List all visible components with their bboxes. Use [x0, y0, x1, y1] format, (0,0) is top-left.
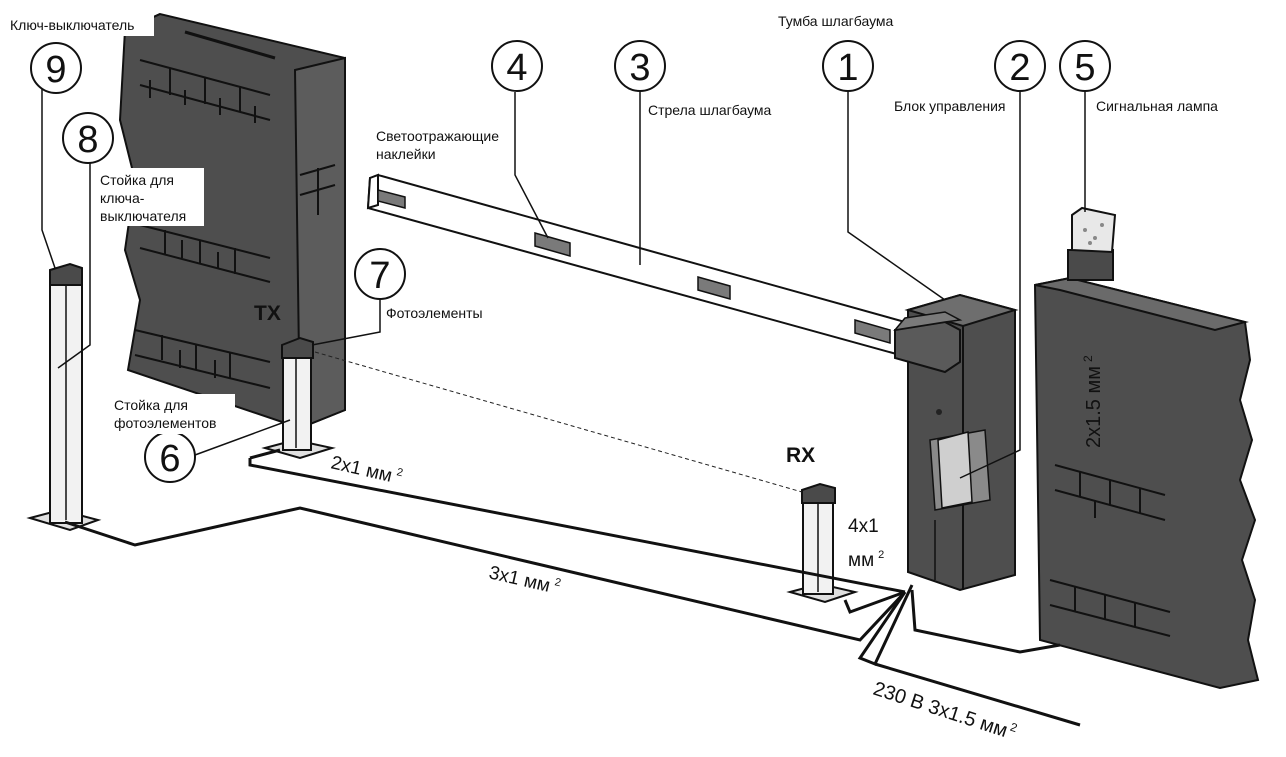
- label-reflect-1: Светоотражающие: [376, 128, 499, 144]
- svg-text:6: 6: [159, 438, 180, 480]
- label-boom: Стрела шлагбаума: [648, 102, 772, 118]
- label-rx: RX: [786, 444, 815, 467]
- reflective-stickers: [377, 189, 891, 344]
- barrier-cabinet: [893, 293, 1019, 592]
- svg-text:2: 2: [1009, 47, 1030, 89]
- label-tx: TX: [254, 302, 281, 325]
- barrier-boom: [366, 173, 907, 357]
- callout-1: 1: [822, 40, 874, 92]
- left-brick-wall: [118, 12, 346, 430]
- callout-5: 5: [1059, 40, 1111, 92]
- callout-9: 9: [30, 42, 82, 94]
- callout-4: 4: [491, 40, 543, 92]
- label-key-post-2: ключа-: [100, 190, 145, 206]
- callout-7: 7: [354, 248, 406, 300]
- svg-text:3: 3: [629, 47, 650, 89]
- signal-lamp: [1067, 206, 1117, 281]
- label-turnstile: Тумба шлагбаума: [778, 13, 894, 29]
- svg-text:7: 7: [369, 255, 390, 297]
- wire-label-wall: 2x1.5 мм2: [1081, 355, 1105, 448]
- right-brick-wall: [1033, 276, 1260, 690]
- rx-photocell-post: [786, 482, 859, 604]
- label-photo: Фотоэлементы: [386, 305, 483, 321]
- label-key-post-1: Стойка для: [100, 172, 174, 188]
- callout-3: 3: [614, 40, 666, 92]
- label-photo-post-2: фотоэлементов: [114, 415, 216, 431]
- wire-label-4x1-a: 4x1: [848, 516, 879, 537]
- label-lamp: Сигнальная лампа: [1096, 98, 1218, 114]
- tx-photocell-post: [261, 336, 336, 460]
- ir-beam: [314, 351, 803, 493]
- callout-2: 2: [994, 40, 1046, 92]
- label-photo-post-1: Стойка для: [114, 397, 188, 413]
- svg-text:9: 9: [45, 49, 66, 91]
- svg-text:8: 8: [77, 119, 98, 161]
- label-reflect-2: наклейки: [376, 146, 436, 162]
- wiring: [64, 448, 1081, 727]
- label-control: Блок управления: [894, 98, 1006, 114]
- svg-text:2x1.5 мм2: 2x1.5 мм2: [1081, 355, 1105, 448]
- label-key-post-3: выключателя: [100, 208, 186, 224]
- label-key-switch: Ключ-выключатель: [10, 17, 134, 33]
- svg-text:4: 4: [506, 47, 527, 89]
- leader-lines: [41, 88, 1086, 479]
- callout-8: 8: [62, 112, 114, 164]
- svg-text:5: 5: [1074, 47, 1095, 89]
- svg-text:1: 1: [837, 47, 858, 89]
- key-switch-post: [26, 262, 102, 532]
- callout-6: 6: [144, 431, 196, 483]
